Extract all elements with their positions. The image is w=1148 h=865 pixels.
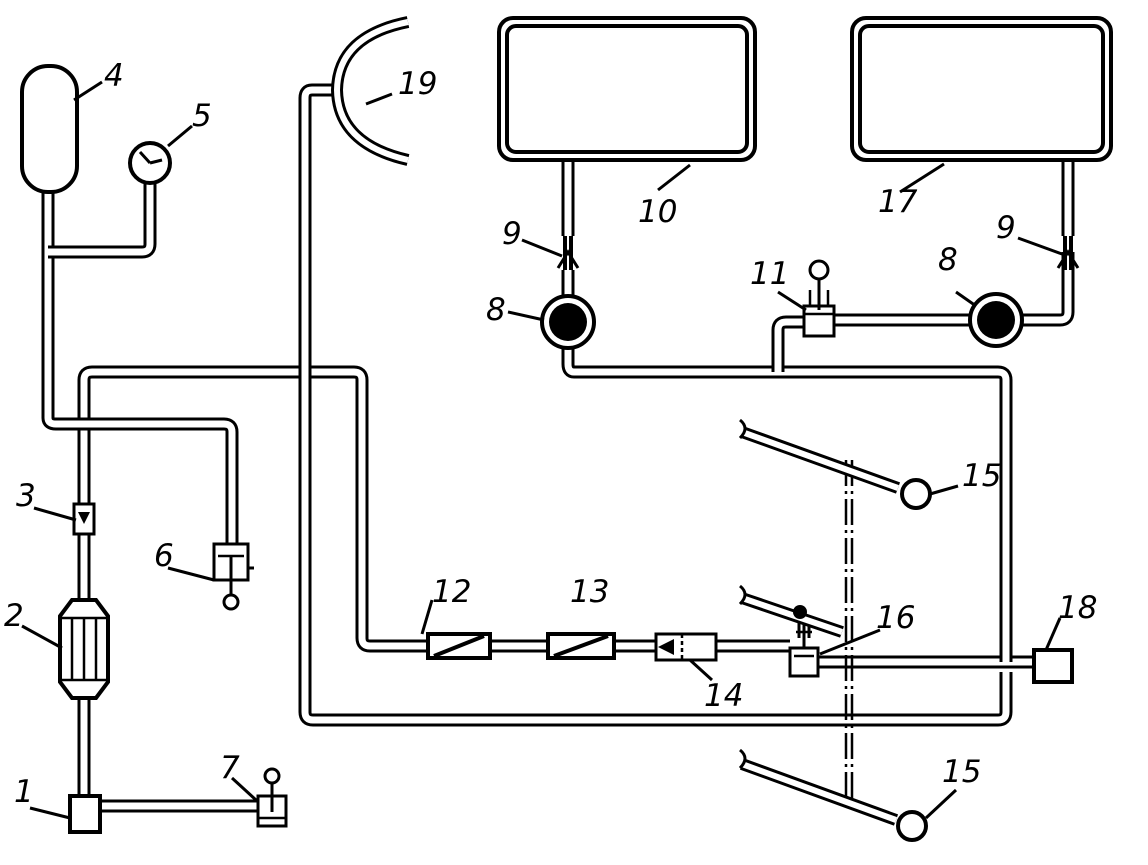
component-17-tank [850, 16, 1113, 162]
leader-lines [21, 80, 1063, 820]
label-14: 14 [704, 678, 743, 714]
component-8-pump-left [540, 294, 596, 350]
component-9-nozzle-right [1056, 236, 1080, 270]
label-2: 2 [4, 598, 24, 634]
component-12-heat-exchanger [426, 632, 492, 660]
label-9-left: 9 [502, 216, 522, 252]
label-3: 3 [16, 478, 36, 514]
label-8-left: 8 [486, 292, 506, 328]
component-2-filter [58, 598, 110, 700]
component-14-check-valve [654, 632, 718, 662]
component-16-control-valve [788, 620, 820, 678]
component-19-screen [330, 16, 410, 166]
component-18-actuator [1032, 648, 1074, 684]
label-11: 11 [750, 256, 789, 292]
component-11-valve [802, 259, 836, 338]
label-15-bottom: 15 [942, 754, 981, 790]
component-10-tank [497, 16, 757, 162]
component-8-pump-right [968, 292, 1024, 348]
component-4-accumulator [20, 64, 79, 194]
label-4: 4 [104, 58, 124, 94]
pipes [41, 83, 1075, 813]
component-3-check-valve [72, 502, 96, 536]
label-18: 18 [1058, 590, 1097, 626]
labels: 1 2 3 4 5 6 7 8 8 9 9 10 11 12 13 14 15 … [4, 58, 1097, 810]
label-1: 1 [14, 774, 34, 810]
label-7: 7 [220, 750, 240, 786]
component-15-pedals [738, 418, 932, 842]
component-5-pressure-gauge [128, 141, 172, 185]
component-1-pump [68, 794, 102, 834]
label-9-right: 9 [996, 210, 1016, 246]
component-7-hand-pump [256, 767, 288, 828]
component-9-nozzle-left [556, 236, 580, 270]
label-12: 12 [432, 574, 471, 610]
label-16: 16 [876, 600, 915, 636]
label-13: 13 [570, 574, 609, 610]
label-10: 10 [638, 194, 677, 230]
label-5: 5 [192, 98, 212, 134]
component-6-brake-valve [212, 542, 254, 611]
label-6: 6 [154, 538, 174, 574]
label-15-top: 15 [962, 458, 1001, 494]
label-8-right: 8 [938, 242, 958, 278]
component-13-heat-exchanger [546, 632, 616, 660]
label-17: 17 [878, 184, 918, 220]
label-19: 19 [398, 66, 437, 102]
